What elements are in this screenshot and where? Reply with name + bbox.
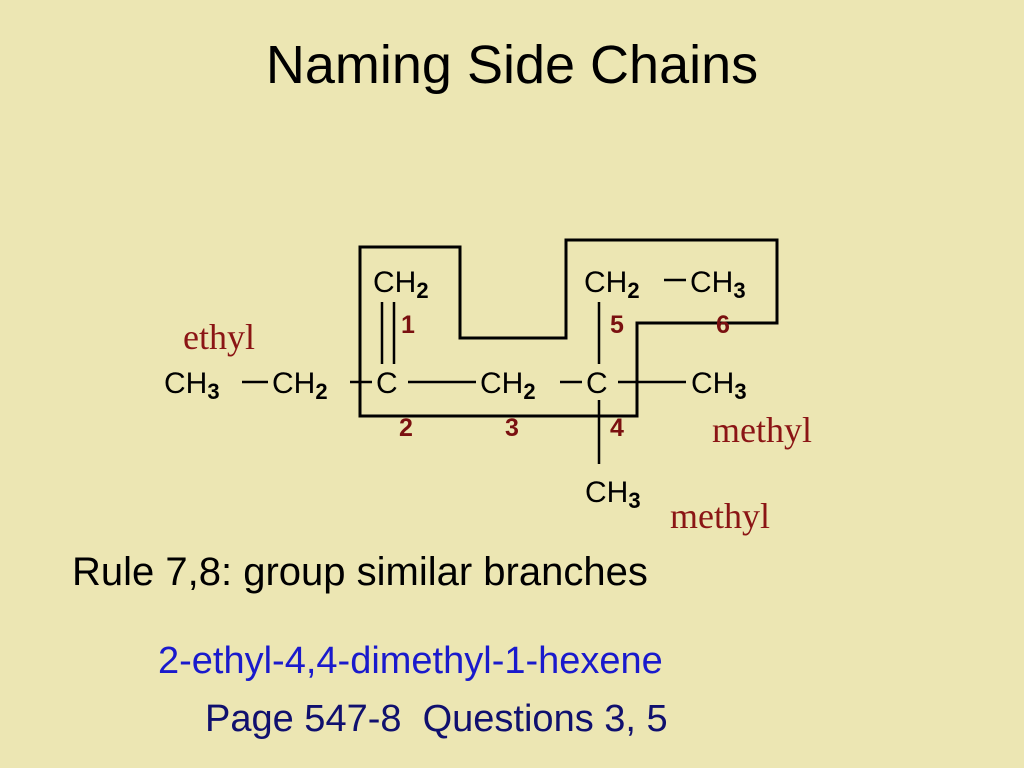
group-ch3-bottom: CH3 bbox=[585, 476, 641, 513]
slide-title: Naming Side Chains bbox=[265, 35, 759, 95]
group-ch2-top-left: CH2 bbox=[373, 266, 429, 303]
group-c4: C bbox=[586, 367, 608, 400]
group-ch3-left: CH3 bbox=[164, 367, 220, 404]
carbon-number-4: 4 bbox=[610, 414, 624, 442]
branch-label-ethyl: ethyl bbox=[183, 317, 255, 357]
group-ch3-6: CH3 bbox=[690, 266, 746, 303]
branch-label-methyl-right: methyl bbox=[712, 410, 812, 450]
group-ch2-5: CH2 bbox=[584, 266, 640, 303]
carbon-number-3: 3 bbox=[505, 414, 519, 442]
branch-label-methyl-bottom: methyl bbox=[670, 496, 770, 536]
group-ch2-left: CH2 bbox=[272, 367, 328, 404]
rule-text: Rule 7,8: group similar branches bbox=[72, 550, 648, 594]
group-c2: C bbox=[376, 367, 398, 400]
page-reference: Page 547-8 Questions 3, 5 bbox=[205, 698, 668, 740]
carbon-number-5: 5 bbox=[610, 311, 624, 339]
carbon-number-2: 2 bbox=[399, 414, 413, 442]
group-ch2-3: CH2 bbox=[480, 367, 536, 404]
carbon-number-1: 1 bbox=[401, 311, 415, 339]
group-ch3-right: CH3 bbox=[691, 367, 747, 404]
iupac-name: 2-ethyl-4,4-dimethyl-1-hexene bbox=[158, 640, 663, 682]
carbon-number-6: 6 bbox=[716, 311, 730, 339]
main-chain-outline bbox=[358, 238, 779, 418]
